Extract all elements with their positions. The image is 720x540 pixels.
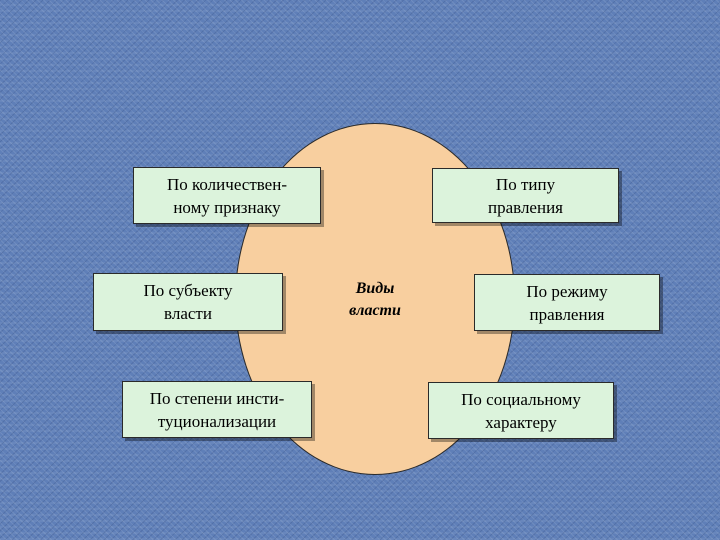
box-subject-of-power: По субъекту власти [93, 273, 283, 331]
box-quantitative: По количествен- ному признаку [133, 167, 321, 224]
box-governance-type: По типу правления [432, 168, 619, 223]
box-institutionalization: По степени инсти- туционализации [122, 381, 312, 438]
box-social-character: По социальному характеру [428, 382, 614, 439]
box-governance-regime: По режиму правления [474, 274, 660, 331]
center-label-types-of-power: Виды власти [349, 280, 401, 319]
